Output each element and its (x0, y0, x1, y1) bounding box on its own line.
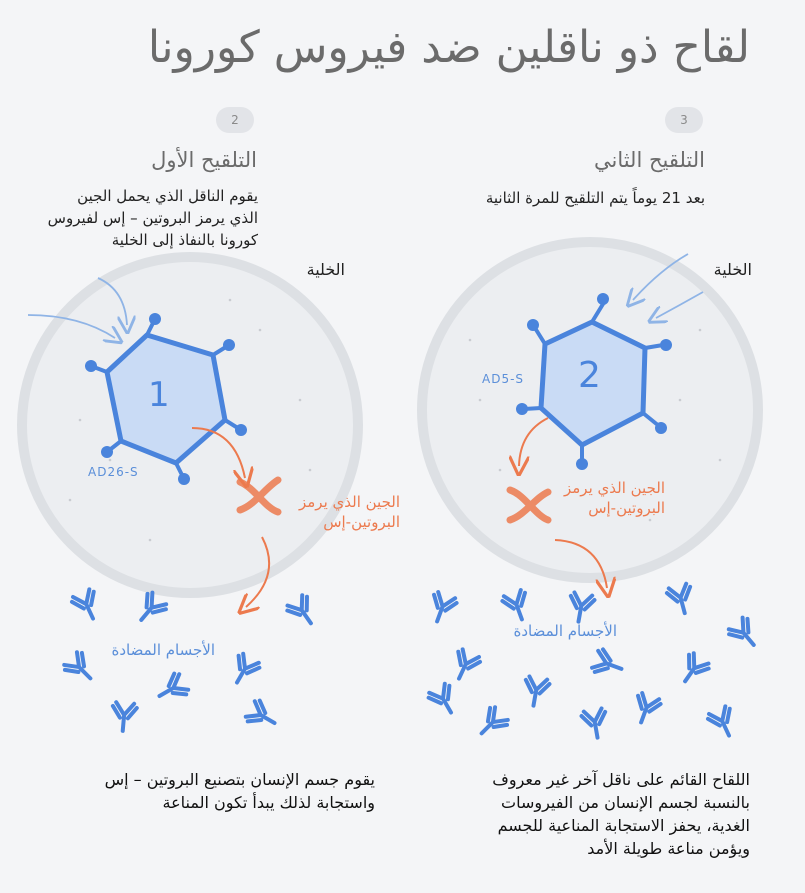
gene-label-right: الجين الذي يرمز البروتين-إس (564, 478, 665, 518)
page-title: لقاح ذو ناقلين ضد فيروس كورونا (147, 22, 750, 73)
bottom-line: اللقاح القائم على ناقل آخر غير معروف (492, 770, 750, 789)
antibody-label-right: الأجسام المضادة (513, 622, 617, 640)
step-title-right: التلقيح الثاني (593, 148, 705, 172)
antibodies-right (423, 580, 765, 742)
bottom-line: يقوم جسم الإنسان بتصنيع البروتين – إس (104, 770, 375, 789)
bottom-text-left: يقوم جسم الإنسان بتصنيع البروتين – إس وا… (105, 768, 375, 814)
virus-number-left: 1 (148, 375, 170, 415)
bottom-line: واستجابة لذلك يبدأ تكون المناعة (162, 793, 375, 812)
vector-label-left: AD26-S (88, 465, 139, 479)
step-badge-left: 2 (216, 107, 254, 133)
virus-number-right: 2 (578, 355, 601, 396)
bottom-line: بالنسبة لجسم الإنسان من الفيروسات (501, 793, 750, 812)
gene-label-left: الجين الذي يرمز البروتين-إس (299, 492, 400, 532)
gene-arrows (191, 417, 607, 607)
dna-left-icon (236, 476, 282, 516)
gene-line: البروتين-إس (588, 499, 665, 517)
desc-line: الذي يرمز البروتين – إس لفيروس (47, 209, 258, 227)
desc-line: بعد 21 يوماً يتم التلقيح للمرة الثانية (485, 189, 705, 207)
virus-1-icon (85, 313, 247, 485)
gene-line: الجين الذي يرمز (563, 479, 665, 497)
step-badge-right: 3 (665, 107, 703, 133)
bottom-line: ويؤمن مناعة طويلة الأمد (587, 839, 750, 858)
dna-right-icon (506, 486, 552, 524)
antibody-label-left: الأجسام المضادة (111, 641, 215, 659)
desc-line: كورونا بالنفاذ إلى الخلية (111, 231, 258, 249)
step-title-left: التلقيح الأول (151, 148, 257, 172)
antibodies-left (62, 586, 323, 736)
gene-line: الجين الذي يرمز (298, 493, 400, 511)
cell-label-right: الخلية (713, 260, 752, 279)
cell-label-left: الخلية (306, 260, 345, 279)
desc-line: يقوم الناقل الذي يحمل الجين (77, 187, 258, 205)
virus-2-icon (516, 293, 672, 470)
entry-arrows (27, 253, 704, 338)
step-description-right: بعد 21 يوماً يتم التلقيح للمرة الثانية (486, 187, 705, 209)
bottom-text-right: اللقاح القائم على ناقل آخر غير معروف بال… (492, 768, 750, 860)
gene-line: البروتين-إس (323, 513, 400, 531)
vector-label-right: AD5-S (482, 372, 525, 386)
step-description-left: يقوم الناقل الذي يحمل الجين الذي يرمز ال… (0, 185, 258, 251)
bottom-line: الغدية، يحفز الاستجابة المناعية للجسم (497, 816, 750, 835)
